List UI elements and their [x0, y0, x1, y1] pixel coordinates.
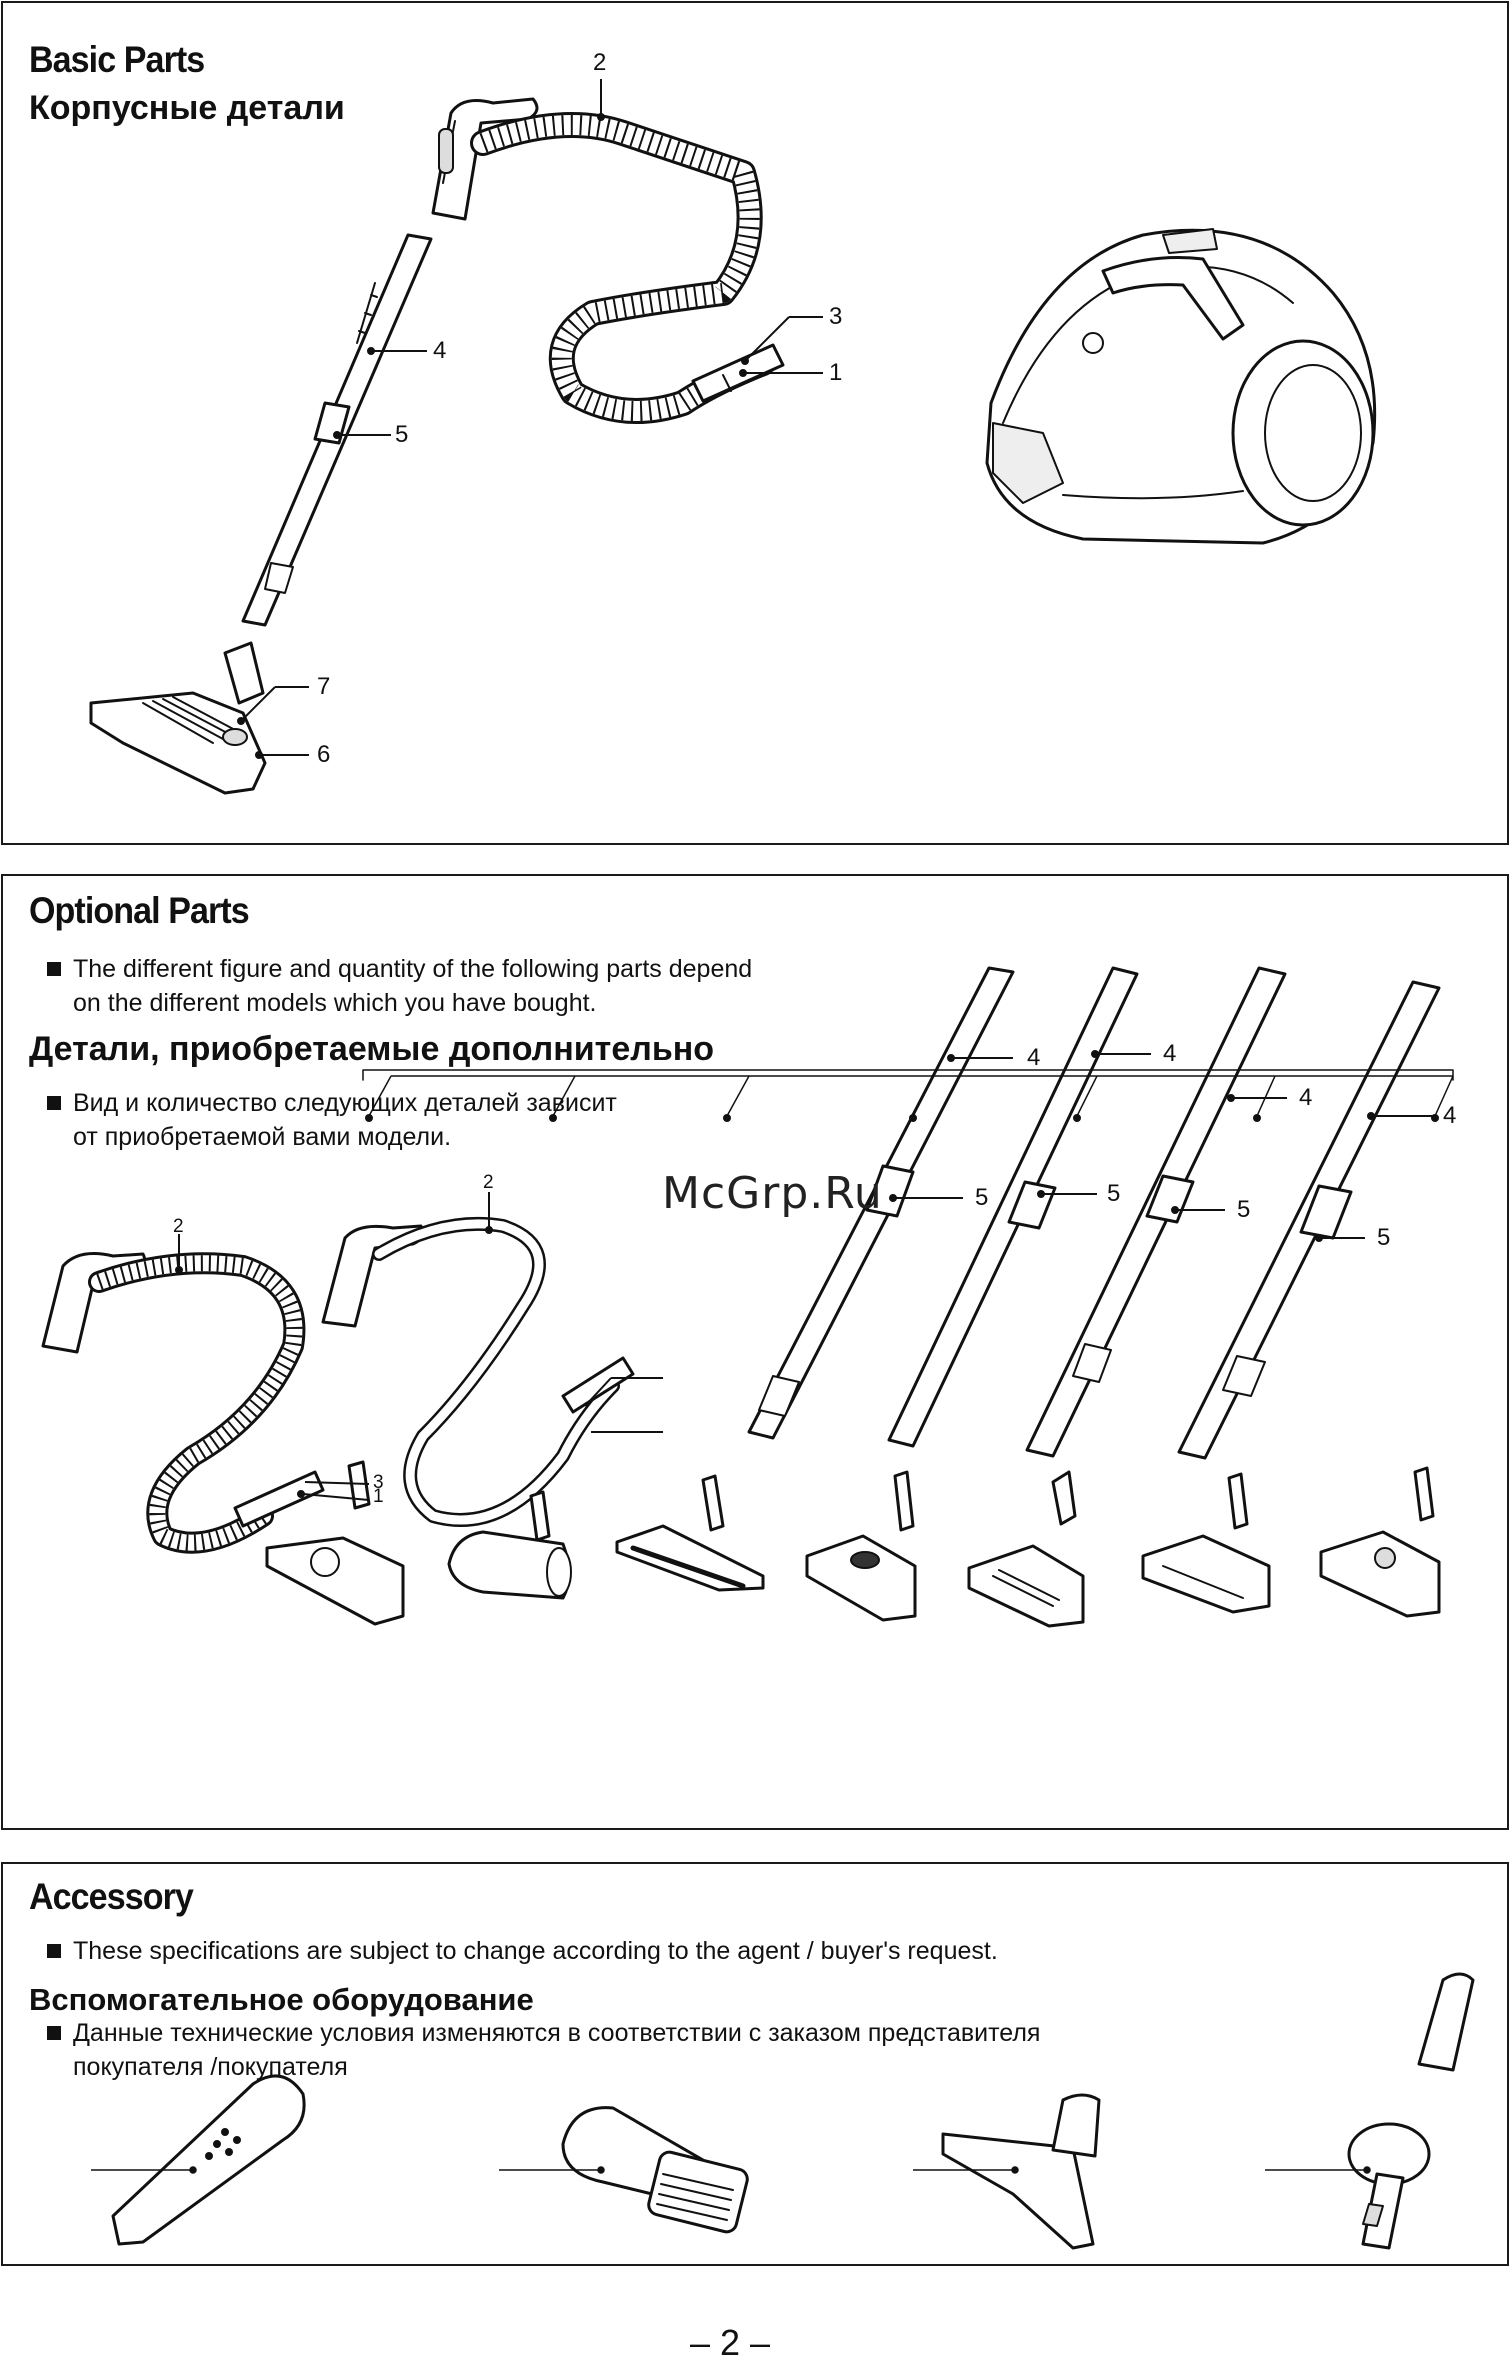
accessory-title-ru: Вспомогательное оборудование	[29, 1982, 534, 2017]
callout-pipe-d: 4	[1443, 1102, 1457, 1129]
callout-lock-d: 5	[1377, 1224, 1391, 1251]
basic-parts-title: Basic Parts	[29, 39, 205, 80]
callout-lock-a: 5	[975, 1184, 989, 1211]
callout-lock-b: 5	[1107, 1180, 1121, 1207]
callout-pipe-lock: 5	[395, 421, 409, 448]
nozzle-icon	[89, 641, 267, 795]
optional-parts-title-ru: Детали, приобретаемые дополнительно	[29, 1030, 715, 1068]
basic-parts-title-ru: Корпусные детали	[29, 89, 345, 127]
nozzle-icon	[265, 1460, 405, 1626]
bullet-square-icon	[47, 2026, 61, 2040]
nozzle-icon	[447, 1490, 572, 1600]
callout-nozzle-pedal: 7	[317, 673, 331, 700]
basic-parts-illustration	[89, 79, 1377, 795]
callout-pipe-c: 4	[1299, 1084, 1313, 1111]
upholstery-tool-icon	[941, 2093, 1101, 2250]
hose-handle-icon	[431, 97, 539, 221]
callout-hose-end: 3	[373, 1472, 384, 1493]
callout-pipe: 4	[433, 337, 447, 364]
watermark: McGrp.Ru	[662, 1168, 883, 1219]
pipe-icon	[241, 233, 433, 627]
accessory-illustration	[91, 1972, 1475, 2250]
bullet-square-icon	[47, 1096, 61, 1110]
callout-lock-c: 5	[1237, 1196, 1251, 1223]
nozzle-icon	[615, 1474, 765, 1592]
callout-hose-end: 3	[829, 303, 843, 330]
callout-nozzle: 6	[317, 741, 331, 768]
basic-parts-panel: Basic Parts Корпусные детали	[1, 1, 1509, 845]
optional-parts-illustration	[41, 966, 1454, 1628]
hose-icon	[321, 1217, 635, 1527]
dusting-brush-icon	[561, 2106, 749, 2234]
nozzle-icon	[1319, 1466, 1441, 1618]
callout-connector: 1	[829, 359, 843, 386]
pipe-icon	[747, 966, 1441, 1460]
accessory-title: Accessory	[29, 1876, 194, 1917]
callout-pipe-b: 4	[1163, 1040, 1177, 1067]
crevice-tool-icon	[111, 2074, 306, 2246]
turbo-adapter-icon	[1347, 1972, 1475, 2250]
hose-icon	[41, 1252, 325, 1554]
nozzle-icon	[1141, 1472, 1271, 1614]
bullet-square-icon	[47, 962, 61, 976]
optional-note-en: The different figure and quantity of the…	[47, 952, 752, 1020]
callout-hose: 2	[593, 49, 607, 76]
callout-hose-b: 2	[483, 1172, 494, 1193]
callout-hose-a: 2	[173, 1216, 184, 1237]
bullet-square-icon	[47, 1944, 61, 1958]
nozzle-icon	[967, 1470, 1085, 1628]
vacuum-body-icon	[985, 228, 1377, 545]
page-number: – 2 –	[690, 2322, 771, 2363]
optional-note-ru: Вид и количество следующих деталей завис…	[47, 1086, 617, 1154]
accessory-panel: Accessory These specifications are subje…	[1, 1862, 1509, 2266]
accessory-note-ru: Данные технические условия изменяются в …	[47, 2016, 1040, 2084]
callout-connector: 1	[373, 1486, 384, 1507]
nozzle-icon	[805, 1470, 917, 1622]
callout-pipe-a: 4	[1027, 1044, 1041, 1071]
optional-parts-panel: Optional Parts The different figure and …	[1, 874, 1509, 1830]
optional-parts-title: Optional Parts	[29, 890, 250, 931]
accessory-note-en: These specifications are subject to chan…	[47, 1934, 998, 1968]
